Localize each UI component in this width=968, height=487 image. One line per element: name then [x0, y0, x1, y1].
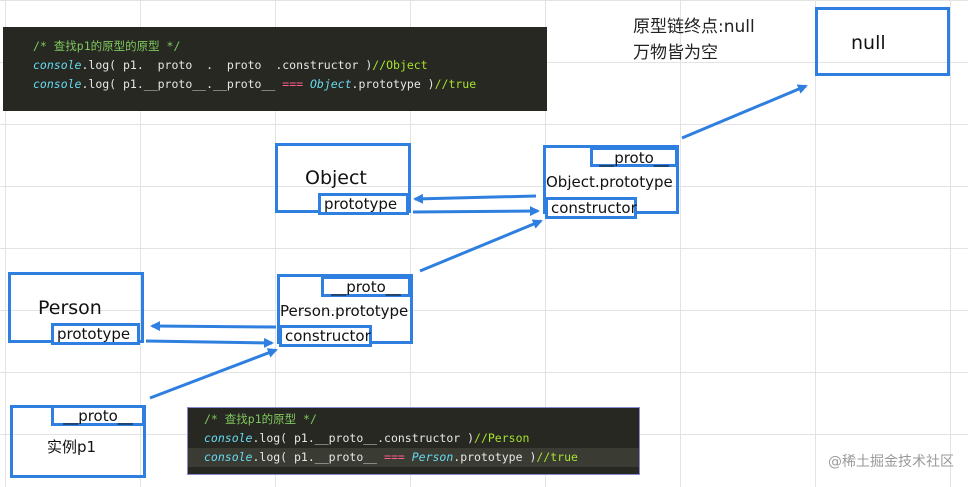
instance-label: 实例p1: [47, 438, 97, 456]
object-prototype-tag: prototype: [318, 193, 409, 215]
object-proto-title: Object.prototype: [546, 173, 673, 191]
person-proto-proto-tag: __proto__: [321, 276, 411, 297]
object-proto-ctor-tag: constructor: [545, 197, 637, 219]
person-proto-title: Person.prototype: [280, 302, 409, 320]
person-label: Person: [38, 297, 102, 319]
note-line-1: 原型链终点:null: [633, 17, 755, 37]
watermark: @稀土掘金技术社区: [828, 454, 954, 470]
object-label: Object: [305, 167, 367, 189]
code-bottom-line-2: console.log( p1.__proto__ === Person.pro…: [188, 448, 639, 467]
code-bottom-comment: /* 查找p1的原型 */: [204, 412, 317, 426]
person-prototype-tag: prototype: [51, 323, 140, 345]
code-top-line-2: console.log( p1.__proto__.__proto__ === …: [33, 77, 477, 91]
chain-end-note: 原型链终点:null 万物皆为空: [633, 14, 755, 66]
person-proto-ctor-tag: constructor: [279, 325, 372, 347]
instance-proto-tag: __proto__: [51, 405, 145, 426]
code-panel-bottom: /* 查找p1的原型 */ console.log( p1.__proto__.…: [187, 407, 640, 475]
null-label: null: [851, 32, 886, 54]
code-panel-top: /* 查找p1的原型的原型 */ console.log( p1. proto …: [3, 27, 547, 111]
code-bottom-line-1: console.log( p1.__proto__.constructor )/…: [204, 431, 530, 445]
object-proto-proto-tag: __proto__: [590, 147, 678, 167]
null-node: [815, 7, 950, 76]
code-top-line-1: console.log( p1. proto . proto .construc…: [33, 58, 428, 72]
code-top-comment: /* 查找p1的原型的原型 */: [33, 39, 181, 53]
note-line-2: 万物皆为空: [633, 43, 718, 63]
